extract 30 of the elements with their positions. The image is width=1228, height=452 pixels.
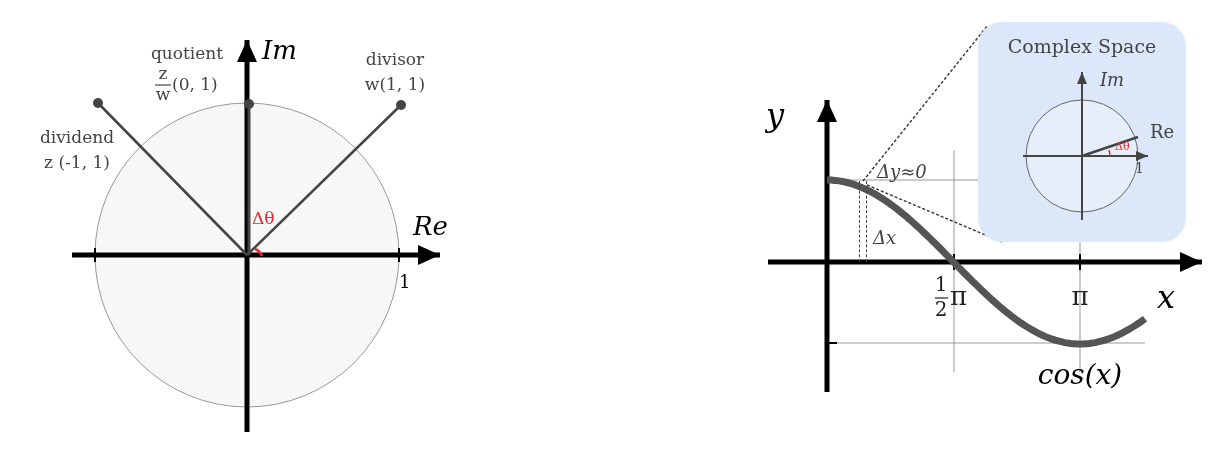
axis-label: Im (1100, 70, 1125, 90)
point-label: dividend (39, 128, 115, 147)
tick-label: π (950, 282, 968, 311)
delta-label: Δx (873, 228, 897, 248)
leader-line (866, 184, 1003, 243)
fraction-denominator: 2 (934, 298, 948, 320)
panel-title: Complex Space (1007, 36, 1157, 57)
angle-label: Δθ (252, 209, 275, 228)
tick-label: 1 (1135, 161, 1144, 177)
coordinate-label: z (-1, 1) (44, 153, 110, 172)
axis-label: y (766, 98, 785, 134)
tick-label: π (1071, 282, 1089, 311)
axis-label: Re (413, 212, 448, 241)
fraction-denominator: w (155, 85, 171, 104)
dashed-strip (859, 181, 867, 262)
leader-line (862, 24, 989, 182)
axis-label: x (1157, 280, 1176, 316)
tick-label: 1 (399, 272, 411, 292)
axis-label: Re (1150, 122, 1175, 142)
fraction-numerator: 1 (934, 273, 948, 295)
function-label: cos(x) (1037, 360, 1123, 391)
delta-label: Δy≈0 (877, 162, 927, 182)
fraction-numerator: z (158, 64, 168, 83)
coordinate-label: (0, 1) (172, 75, 218, 94)
point-label: quotient (150, 44, 224, 63)
angle-label: Δθ (1115, 141, 1130, 154)
coordinate-label: w(1, 1) (364, 75, 426, 94)
axis-label: Im (262, 36, 297, 65)
inset-panel (978, 22, 1186, 242)
point-label: divisor (365, 50, 425, 69)
